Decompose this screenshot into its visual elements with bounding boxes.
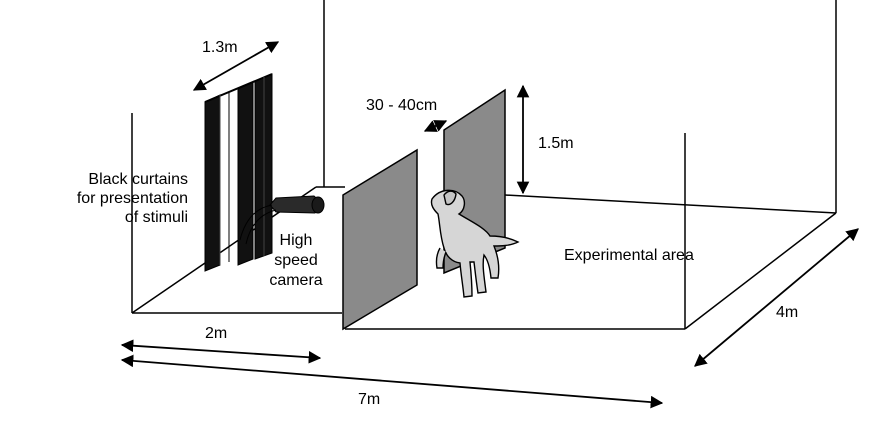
curtain-width-label: 1.3m [202,39,238,56]
camera-label-line3: camera [269,272,322,289]
camera-label-line1: High [280,232,313,249]
camera-label-line2: speed [274,252,318,269]
black-curtains [204,73,273,272]
seven-meter-arrow [120,354,664,409]
seven-meter-label: 7m [358,391,380,408]
depth-arrow [694,228,859,367]
two-meter-label: 2m [205,325,227,342]
camera-icon [239,195,325,245]
curtains-label-line3: of stimuli [125,209,188,226]
curtains-label-line1: Black curtains [88,171,188,188]
two-meter-arrow [120,339,322,364]
back-right-floor-line [504,194,837,214]
curtain-width-arrow [192,41,280,91]
dog-illustration [430,189,520,298]
depth-label: 4m [776,304,798,321]
front-panel [342,148,418,331]
dimension-arrows [120,41,859,409]
curtains-label-line2: for presentation [77,190,188,207]
experimental-area-label: Experimental area [564,247,694,264]
gap-arrow [423,120,448,132]
gap-label: 30 - 40cm [366,97,437,114]
height-label: 1.5m [538,135,574,152]
